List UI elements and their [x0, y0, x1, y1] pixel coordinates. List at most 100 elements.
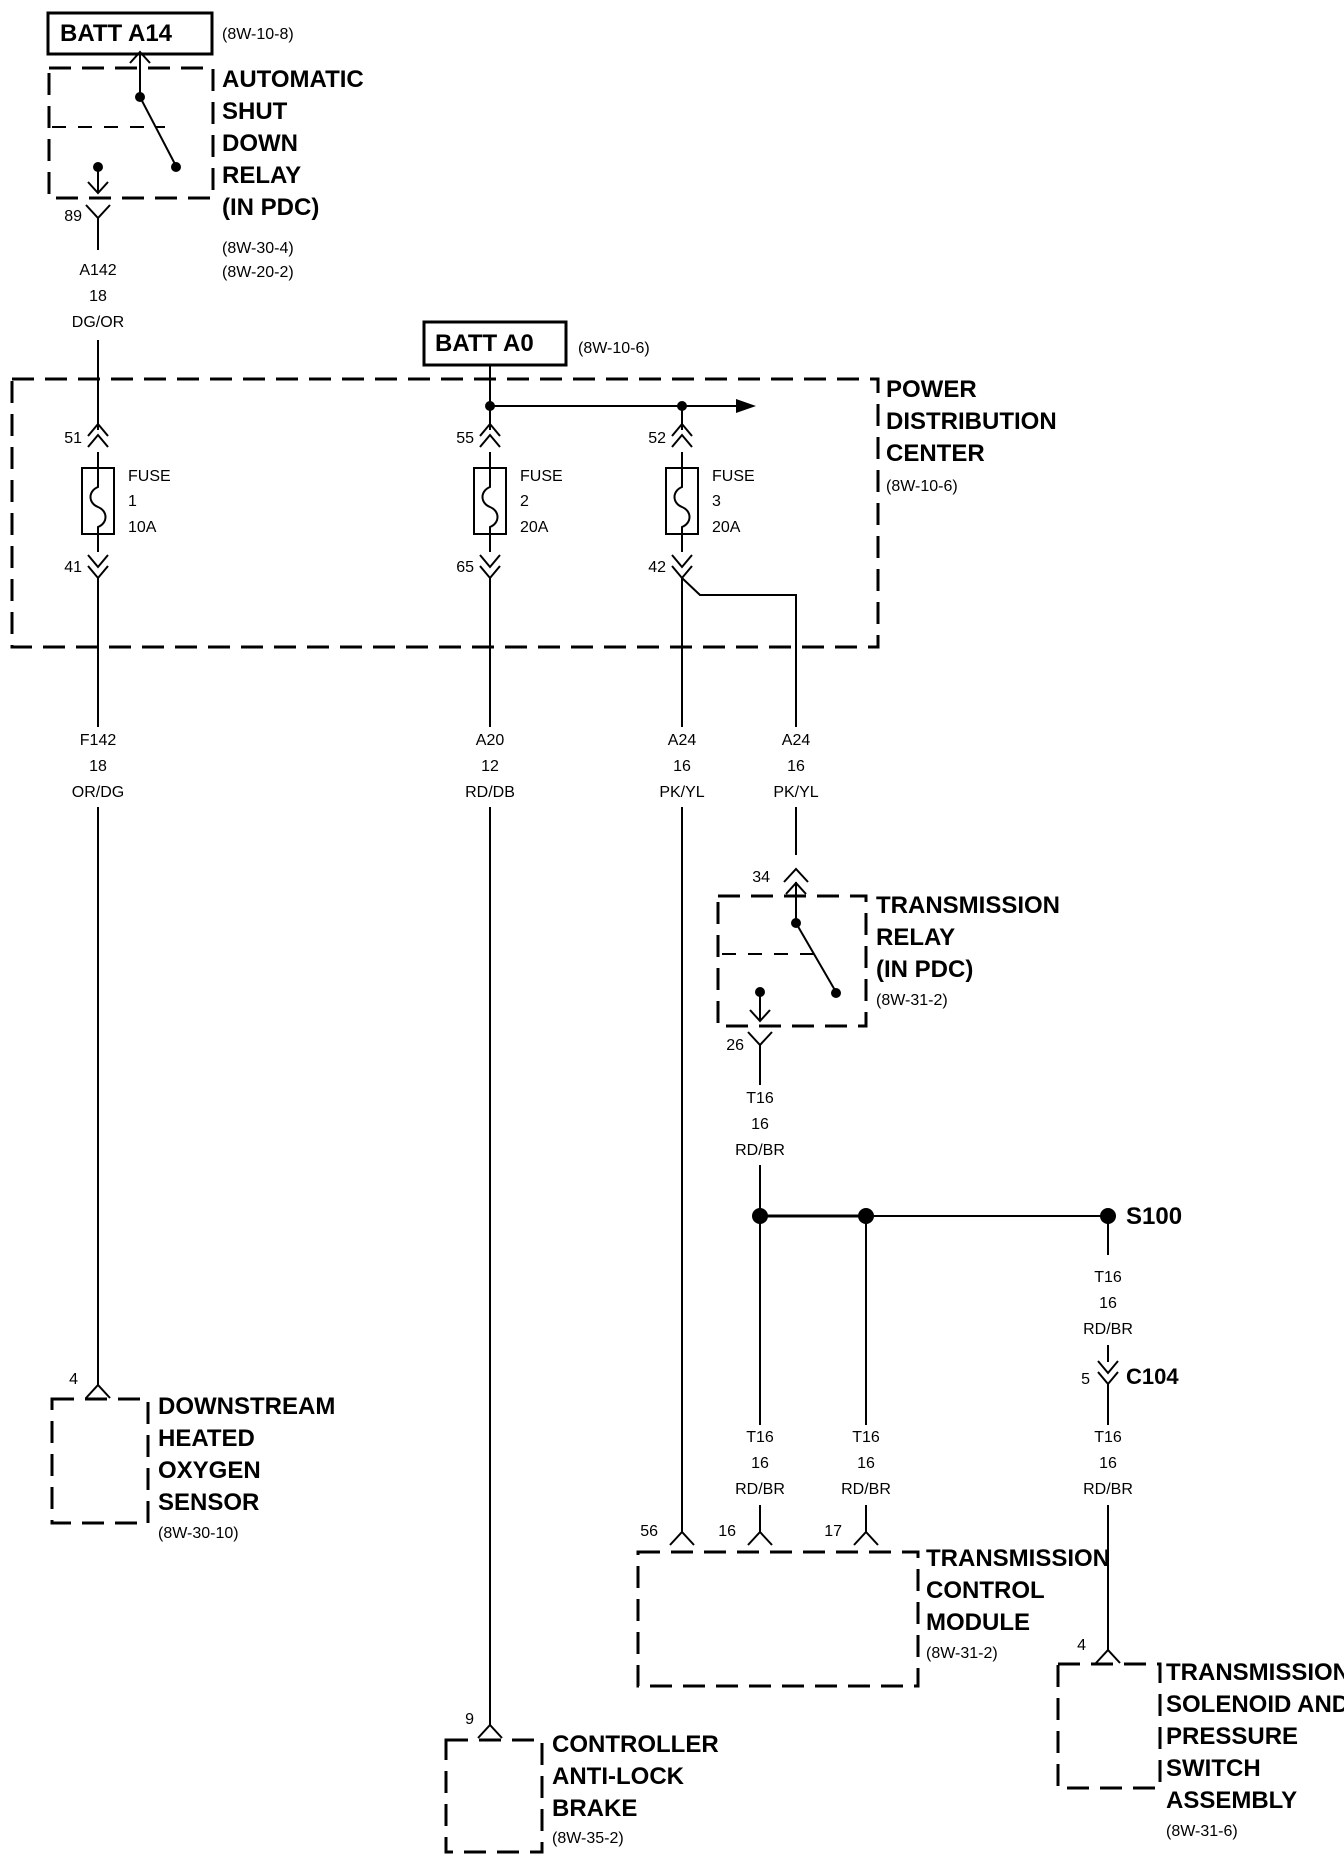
svg-text:SOLENOID AND: SOLENOID AND — [1166, 1691, 1344, 1718]
pdc-label-2: DISTRIBUTION — [886, 408, 1057, 435]
trans-relay-label-2: RELAY — [876, 924, 955, 951]
downstream-oxygen-sensor: 4 DOWNSTREAM HEATED OXYGEN SENSOR (8W-30… — [50, 1371, 335, 1542]
svg-text:OR/DG: OR/DG — [72, 784, 124, 801]
svg-text:SWITCH: SWITCH — [1166, 1755, 1261, 1782]
connector-c104: 5 C104 — [1081, 1345, 1179, 1425]
svg-text:TRANSMISSION: TRANSMISSION — [1166, 1659, 1344, 1686]
svg-text:CONTROL: CONTROL — [926, 1577, 1045, 1604]
svg-text:51: 51 — [64, 430, 82, 447]
batt-a0-ref: (8W-10-6) — [578, 340, 650, 357]
bus-continue-arrow — [736, 399, 756, 413]
svg-text:F142: F142 — [80, 732, 117, 749]
svg-text:SENSOR: SENSOR — [158, 1489, 259, 1516]
batt-a14-ref: (8W-10-8) — [222, 26, 294, 43]
asd-label-5: (IN PDC) — [222, 194, 319, 221]
svg-text:A24: A24 — [782, 732, 811, 749]
svg-text:12: 12 — [481, 758, 499, 775]
abs-box — [444, 1738, 544, 1854]
svg-text:RD/BR: RD/BR — [1083, 1481, 1133, 1498]
svg-text:16: 16 — [787, 758, 805, 775]
asd-label-1: AUTOMATIC — [222, 66, 364, 93]
svg-text:16: 16 — [1099, 1295, 1117, 1312]
svg-text:16: 16 — [718, 1523, 736, 1540]
svg-text:20A: 20A — [520, 519, 549, 536]
asd-label-2: SHUT — [222, 98, 288, 125]
svg-text:T16: T16 — [852, 1429, 880, 1446]
trans-relay-ref: (8W-31-2) — [876, 992, 948, 1009]
svg-text:A20: A20 — [476, 732, 505, 749]
svg-text:52: 52 — [648, 430, 666, 447]
svg-text:PRESSURE: PRESSURE — [1166, 1723, 1298, 1750]
svg-text:HEATED: HEATED — [158, 1425, 255, 1452]
trans-relay-label-1: TRANSMISSION — [876, 892, 1060, 919]
asd-relay-box — [47, 66, 215, 200]
o2-pin: 4 — [69, 1371, 78, 1388]
pdc-label-3: CENTER — [886, 440, 985, 467]
svg-text:2: 2 — [520, 493, 529, 510]
svg-text:41: 41 — [64, 559, 82, 576]
transmission-control-module: 56 16 17 TRANSMISSION CONTROL MODULE (8W… — [636, 1523, 1110, 1688]
asd-label-4: RELAY — [222, 162, 301, 189]
c104-pin: 5 — [1081, 1371, 1090, 1388]
controller-anti-lock-brake: 9 CONTROLLER ANTI-LOCK BRAKE (8W-35-2) — [444, 1711, 719, 1854]
svg-text:FUSE: FUSE — [520, 468, 563, 485]
svg-text:17: 17 — [824, 1523, 842, 1540]
svg-text:10A: 10A — [128, 519, 157, 536]
trans-relay-box — [716, 894, 868, 1028]
svg-text:65: 65 — [456, 559, 474, 576]
splice-label: S100 — [1126, 1203, 1182, 1230]
svg-text:RD/DB: RD/DB — [465, 784, 515, 801]
batt-a0-label: BATT A0 — [435, 330, 534, 357]
asd-pin: 89 — [64, 208, 82, 225]
power-distribution-center: POWER DISTRIBUTION CENTER (8W-10-6) — [10, 376, 1057, 649]
svg-text:T16: T16 — [746, 1429, 774, 1446]
asd-relay: 89 AUTOMATIC SHUT DOWN RELAY (IN PDC) (8… — [47, 50, 364, 281]
solenoid-ref: (8W-31-6) — [1166, 1823, 1238, 1840]
transmission-relay: 34 26 TRANSMISSION RELAY (IN PDC) (8W-31… — [716, 867, 1060, 1085]
svg-text:TRANSMISSION: TRANSMISSION — [926, 1545, 1110, 1572]
svg-text:20A: 20A — [712, 519, 741, 536]
svg-text:16: 16 — [857, 1455, 875, 1472]
svg-text:ANTI-LOCK: ANTI-LOCK — [552, 1763, 685, 1790]
svg-text:1: 1 — [128, 493, 137, 510]
svg-text:FUSE: FUSE — [712, 468, 755, 485]
svg-text:MODULE: MODULE — [926, 1609, 1030, 1636]
abs-ref: (8W-35-2) — [552, 1830, 624, 1847]
svg-text:RD/BR: RD/BR — [735, 1481, 785, 1498]
svg-text:PK/YL: PK/YL — [659, 784, 704, 801]
batt-a0: BATT A0 (8W-10-6) — [422, 320, 650, 367]
svg-text:16: 16 — [1099, 1455, 1117, 1472]
solenoid-box — [1056, 1662, 1162, 1790]
svg-text:18: 18 — [89, 288, 107, 305]
svg-text:OXYGEN: OXYGEN — [158, 1457, 261, 1484]
tcm-box — [636, 1550, 920, 1688]
svg-text:RD/BR: RD/BR — [735, 1142, 785, 1159]
batt-a14-label: BATT A14 — [60, 20, 173, 47]
svg-text:56: 56 — [640, 1523, 658, 1540]
svg-text:T16: T16 — [1094, 1429, 1122, 1446]
tcm-ref: (8W-31-2) — [926, 1645, 998, 1662]
asd-ref-1: (8W-30-4) — [222, 240, 294, 257]
fuse-3: 52 42 FUSE 3 20A — [648, 406, 797, 1532]
transmission-solenoid-assembly: 4 TRANSMISSION SOLENOID AND PRESSURE SWI… — [1056, 1637, 1344, 1840]
svg-text:55: 55 — [456, 430, 474, 447]
svg-text:3: 3 — [712, 493, 721, 510]
svg-text:T16: T16 — [746, 1090, 774, 1107]
batt-a14: BATT A14 (8W-10-8) — [46, 11, 294, 56]
asd-ref-2: (8W-20-2) — [222, 264, 294, 281]
svg-text:T16: T16 — [1094, 1269, 1122, 1286]
svg-text:DG/OR: DG/OR — [72, 314, 124, 331]
fuse-1: 51 41 FUSE 1 10A — [64, 340, 171, 1385]
pdc-label-1: POWER — [886, 376, 977, 403]
trans-relay-pin-out: 26 — [726, 1037, 744, 1054]
svg-text:A24: A24 — [668, 732, 697, 749]
svg-text:RD/BR: RD/BR — [841, 1481, 891, 1498]
svg-text:FUSE: FUSE — [128, 468, 171, 485]
svg-text:BRAKE: BRAKE — [552, 1795, 637, 1822]
svg-text:CONTROLLER: CONTROLLER — [552, 1731, 719, 1758]
svg-text:DOWNSTREAM: DOWNSTREAM — [158, 1393, 335, 1420]
svg-text:18: 18 — [89, 758, 107, 775]
pdc-box — [10, 377, 880, 649]
o2-sensor-box — [50, 1397, 150, 1525]
